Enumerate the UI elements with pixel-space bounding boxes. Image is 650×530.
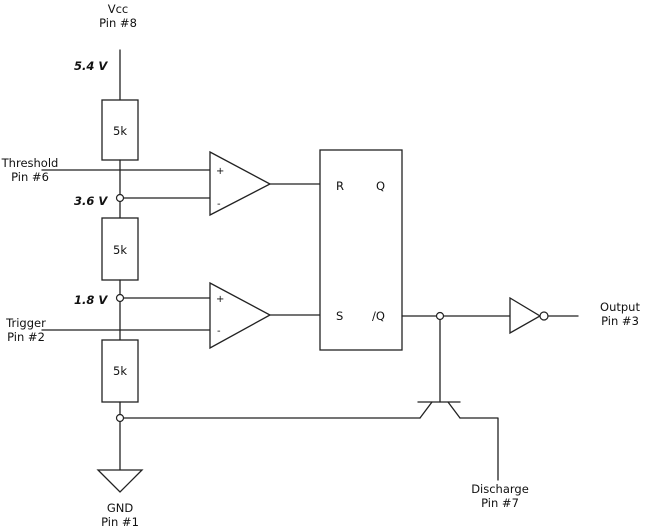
lower-comparator: [209, 281, 272, 350]
output-inverter: [509, 296, 542, 335]
upper-comparator-minus: -: [217, 199, 221, 210]
voltage-lower-node-label: 1.8 V: [74, 293, 108, 307]
junction-gnd: [115, 413, 125, 423]
upper-comparator: [209, 150, 272, 217]
discharge-pin-label: Pin #7: [481, 496, 519, 510]
resistor-r3-label: 5k: [113, 364, 127, 378]
transistor-emitter: [419, 401, 433, 419]
resistor-r2: [101, 217, 139, 281]
flip-flop: [319, 149, 403, 351]
resistor-r2-label: 5k: [113, 243, 127, 257]
trigger-pin-label: Pin #2: [7, 330, 45, 344]
output-pin-label: Pin #3: [601, 314, 639, 328]
discharge-label: Discharge: [471, 482, 529, 496]
gnd-label: GND: [107, 501, 134, 515]
gnd-pin-label: Pin #1: [101, 515, 139, 529]
inverter-bubble: [539, 311, 549, 321]
transistor-collector: [447, 401, 461, 419]
resistor-r3: [101, 339, 139, 403]
ground-icon: [96, 469, 144, 493]
output-label: Output: [600, 300, 640, 314]
flip-flop-r: R: [336, 179, 344, 193]
discharge-wire: [459, 417, 499, 481]
flip-flop-qbar: /Q: [372, 309, 385, 323]
junction-output: [435, 311, 445, 321]
flip-flop-q: Q: [376, 179, 385, 193]
vcc-label: Vcc: [108, 2, 129, 16]
vcc-pin-label: Pin #8: [99, 16, 137, 30]
voltage-top-label: 5.4 V: [74, 59, 108, 73]
lower-comparator-plus: +: [216, 294, 224, 305]
voltage-upper-node-label: 3.6 V: [74, 194, 108, 208]
threshold-label: Threshold: [1, 156, 59, 170]
trigger-label: Trigger: [5, 316, 46, 330]
resistor-r1-label: 5k: [113, 124, 127, 138]
junction-lower-node: [115, 293, 125, 303]
upper-comparator-plus: +: [216, 166, 224, 177]
lower-comparator-minus: -: [217, 326, 221, 337]
flip-flop-s: S: [336, 309, 343, 323]
threshold-pin-label: Pin #6: [11, 170, 49, 184]
junction-upper-node: [115, 193, 125, 203]
